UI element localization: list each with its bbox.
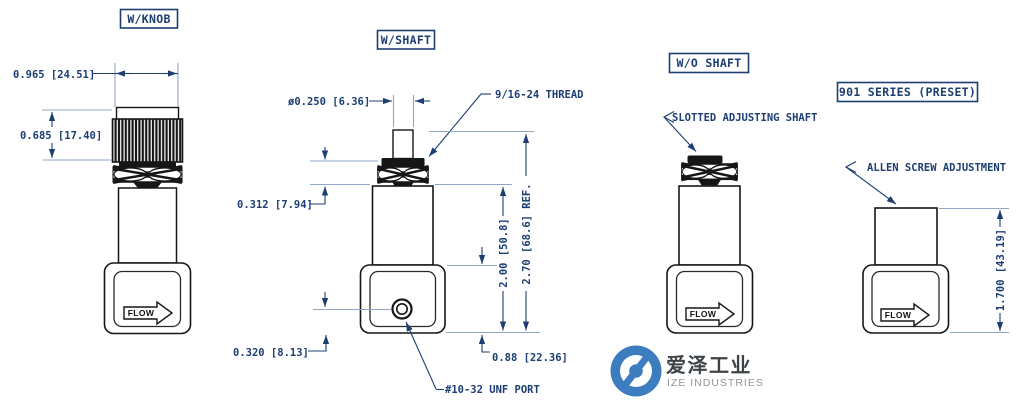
flow-label: FLOW bbox=[885, 310, 912, 320]
flow-arrow bbox=[685, 301, 736, 327]
flow-arrow bbox=[880, 302, 931, 328]
valve-body bbox=[666, 264, 754, 334]
knurled-knob bbox=[111, 118, 184, 163]
label-box-wo-shaft bbox=[668, 52, 750, 74]
knob-cap bbox=[115, 106, 180, 121]
dim-nut-height: 0.312 [7.94] bbox=[237, 199, 313, 211]
allen-screw-callout: ALLEN SCREW ADJUSTMENT bbox=[867, 162, 1006, 174]
view-preset-series: 901 SERIES (PRESET) ALLEN SCREW ADJUSTME… bbox=[836, 81, 1009, 334]
panel-nut-assembly bbox=[113, 167, 182, 188]
valve-body-face bbox=[675, 270, 744, 328]
dim-preset-height: 1.700 [43.19] bbox=[995, 229, 1007, 311]
valve-cap bbox=[874, 207, 938, 266]
dim-knob-height: 0.685 [17.40] bbox=[20, 130, 102, 142]
dim-port-height: 0.320 [8.13] bbox=[233, 347, 309, 359]
company-logo: 爱泽工业 IZE INDUSTRIES bbox=[610, 345, 764, 397]
valve-upper-body bbox=[371, 185, 434, 266]
view-title-w-knob: W/KNOB bbox=[127, 12, 170, 26]
label-box-w-shaft bbox=[376, 29, 436, 50]
panel-nut-assembly bbox=[682, 164, 738, 185]
threaded-collar bbox=[381, 158, 425, 168]
valve-body-face bbox=[113, 270, 182, 328]
valve-body-face bbox=[871, 270, 940, 328]
label-box-w-knob bbox=[119, 8, 179, 29]
label-box-preset bbox=[836, 81, 979, 103]
view-title-w-shaft: W/SHAFT bbox=[381, 33, 432, 47]
port-callout: #10-32 UNF PORT bbox=[445, 384, 540, 396]
view-with-knob: W/KNOB FLOW 0.965 [24.51] 0.685 [17.40] bbox=[13, 8, 192, 335]
slotted-shaft-cap bbox=[687, 155, 723, 164]
valve-neck bbox=[117, 187, 178, 264]
logo-name-chinese: 爱泽工业 bbox=[666, 353, 752, 377]
view-without-shaft: W/O SHAFT SLOTTED ADJUSTING SHAFT FLOW bbox=[662, 52, 817, 334]
view-title-preset: 901 SERIES (PRESET) bbox=[839, 85, 976, 99]
dim-body-height: 2.00 [50.8] bbox=[498, 218, 510, 288]
ize-logo-icon bbox=[610, 345, 662, 397]
slotted-shaft-callout: SLOTTED ADJUSTING SHAFT bbox=[672, 112, 817, 124]
flow-arrow bbox=[123, 300, 174, 326]
dim-knob-width: 0.965 [24.51] bbox=[13, 69, 95, 81]
dim-lower-body: 0.88 [22.36] bbox=[492, 352, 568, 364]
knob-lock-band bbox=[119, 162, 176, 168]
thread-callout: 9/16-24 THREAD bbox=[495, 89, 584, 101]
dim-total-height: 2.70 [68.6] REF. bbox=[521, 183, 533, 284]
port-hole-inner bbox=[395, 302, 408, 315]
logo-name-english: IZE INDUSTRIES bbox=[667, 377, 764, 389]
valve-body bbox=[862, 264, 950, 334]
valve-body-face bbox=[369, 270, 437, 328]
flow-label: FLOW bbox=[690, 309, 717, 319]
adjusting-shaft bbox=[392, 129, 414, 160]
valve-upper-body bbox=[678, 185, 741, 266]
panel-nut-assembly bbox=[378, 167, 429, 188]
flow-label: FLOW bbox=[128, 308, 155, 318]
dim-shaft-diameter: ø0.250 [6.36] bbox=[288, 96, 370, 108]
view-with-shaft: W/SHAFT ø0.250 [6.36] 9/16-24 THREAD 0.3… bbox=[233, 29, 584, 396]
view-title-wo-shaft: W/O SHAFT bbox=[676, 56, 741, 70]
